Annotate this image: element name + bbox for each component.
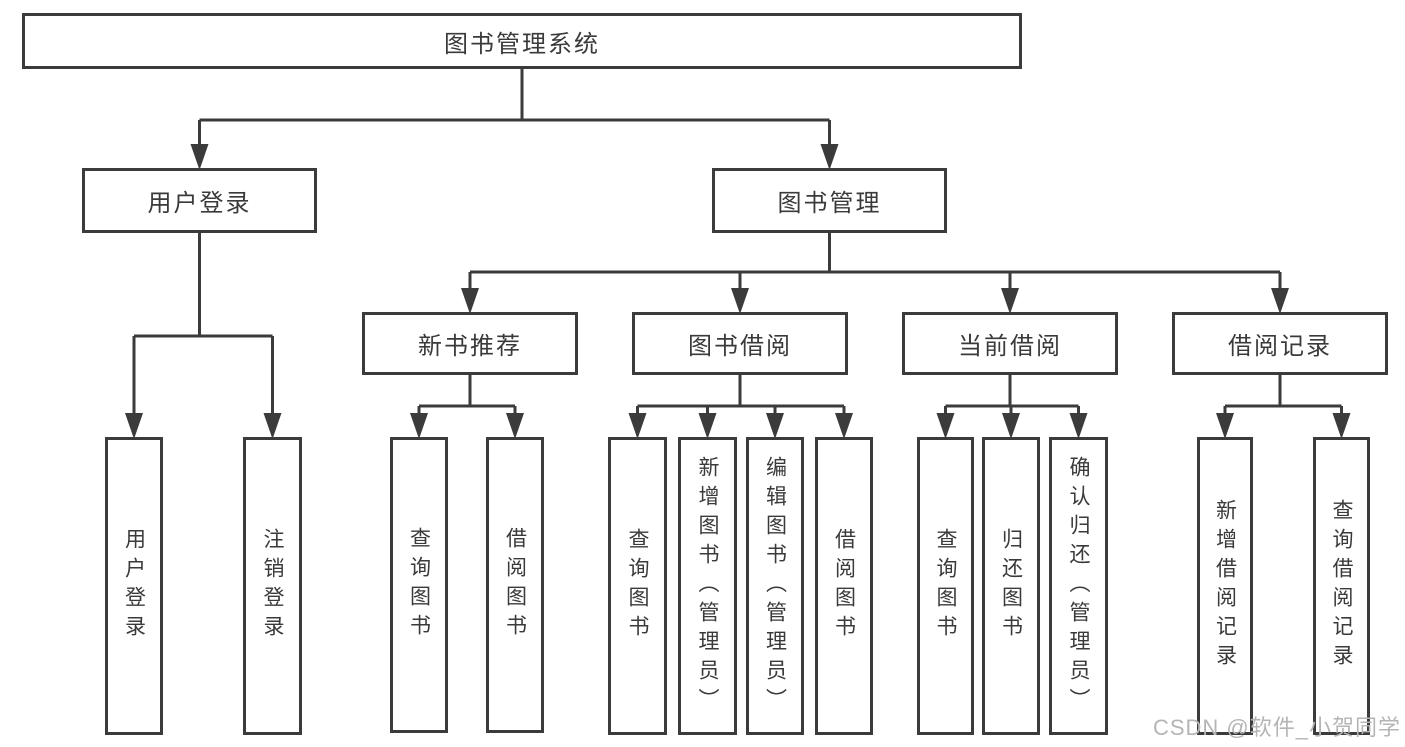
- node-borrow-records: 借阅记录: [1172, 312, 1388, 375]
- node-book-borrow: 图书借阅: [632, 312, 848, 375]
- node-user-login: 用户登录: [82, 168, 317, 233]
- arrowhead: [1271, 288, 1289, 314]
- watermark: CSDN @软件_小贺同学: [1152, 715, 1401, 740]
- node-rec-query-book: 查询图书: [390, 437, 448, 733]
- arrowhead: [1332, 413, 1351, 439]
- node-label-cb-query-book: 查询图书: [934, 528, 957, 644]
- node-rec-borrow-book: 借阅图书: [486, 437, 544, 733]
- node-cb-return-book: 归还图书: [982, 437, 1040, 735]
- node-label-book-borrow: 图书借阅: [688, 333, 792, 360]
- arrowhead: [766, 413, 784, 439]
- node-logout: 注销登录: [243, 437, 302, 735]
- arrowhead: [1002, 413, 1020, 439]
- node-label-user-login: 用户登录: [147, 190, 252, 217]
- edge-group-current-borrow: [936, 375, 1088, 439]
- node-label-cb-return-book: 归还图书: [999, 528, 1023, 644]
- arrowhead: [628, 413, 647, 439]
- arrowhead: [1216, 413, 1234, 439]
- node-label-cb-confirm-return: 确认归还（管理员）: [1067, 455, 1090, 717]
- node-system: 图书管理系统: [22, 13, 1022, 69]
- arrowhead: [506, 413, 524, 439]
- node-cb-query-book: 查询图书: [917, 437, 974, 735]
- arrowhead: [190, 144, 209, 170]
- node-label-system: 图书管理系统: [444, 30, 600, 58]
- node-bb-borrow-book: 借阅图书: [815, 437, 873, 735]
- node-login: 用户登录: [105, 437, 163, 735]
- arrowhead: [731, 288, 749, 314]
- node-label-bb-query-book: 查询图书: [626, 528, 649, 644]
- edge-group-borrow-records: [1216, 375, 1351, 439]
- node-label-bb-edit-book: 编辑图书（管理员）: [763, 455, 787, 717]
- arrowhead: [1001, 288, 1019, 314]
- node-label-rec-borrow-book: 借阅图书: [503, 527, 527, 643]
- edge-group-system: [190, 69, 839, 170]
- arrowhead: [835, 413, 853, 439]
- node-new-book-rec: 新书推荐: [362, 312, 578, 375]
- node-label-rec-query-book: 查询图书: [407, 527, 431, 643]
- node-label-br-add-record: 新增借阅记录: [1213, 499, 1237, 673]
- arrowhead: [461, 288, 479, 314]
- node-bb-edit-book: 编辑图书（管理员）: [746, 437, 804, 735]
- edge-group-new-book-rec: [410, 375, 524, 439]
- node-label-current-borrow: 当前借阅: [958, 333, 1062, 360]
- node-label-bb-borrow-book: 借阅图书: [832, 528, 856, 644]
- node-label-bb-add-book: 新增图书（管理员）: [696, 455, 719, 717]
- node-br-add-record: 新增借阅记录: [1197, 437, 1253, 735]
- arrowhead: [410, 413, 428, 439]
- node-label-borrow-records: 借阅记录: [1228, 333, 1332, 360]
- node-label-logout: 注销登录: [261, 528, 284, 644]
- edge-group-user-login: [125, 233, 282, 439]
- node-cb-confirm-return: 确认归还（管理员）: [1049, 437, 1108, 735]
- node-book-mgmt: 图书管理: [712, 168, 947, 233]
- arrowhead: [1069, 413, 1088, 439]
- node-current-borrow: 当前借阅: [902, 312, 1118, 375]
- node-label-br-query-record: 查询借阅记录: [1330, 499, 1353, 673]
- arrowhead: [820, 144, 839, 170]
- node-label-book-mgmt: 图书管理: [777, 190, 882, 217]
- node-br-query-record: 查询借阅记录: [1313, 437, 1370, 735]
- arrowhead: [698, 413, 717, 439]
- node-bb-query-book: 查询图书: [608, 437, 667, 735]
- arrowhead: [125, 413, 143, 439]
- node-label-new-book-rec: 新书推荐: [418, 333, 522, 360]
- arrowhead: [263, 413, 282, 439]
- node-label-login: 用户登录: [122, 528, 146, 644]
- edge-group-book-mgmt: [461, 233, 1289, 314]
- node-bb-add-book: 新增图书（管理员）: [678, 437, 737, 735]
- arrowhead: [936, 413, 955, 439]
- edge-group-book-borrow: [628, 375, 853, 439]
